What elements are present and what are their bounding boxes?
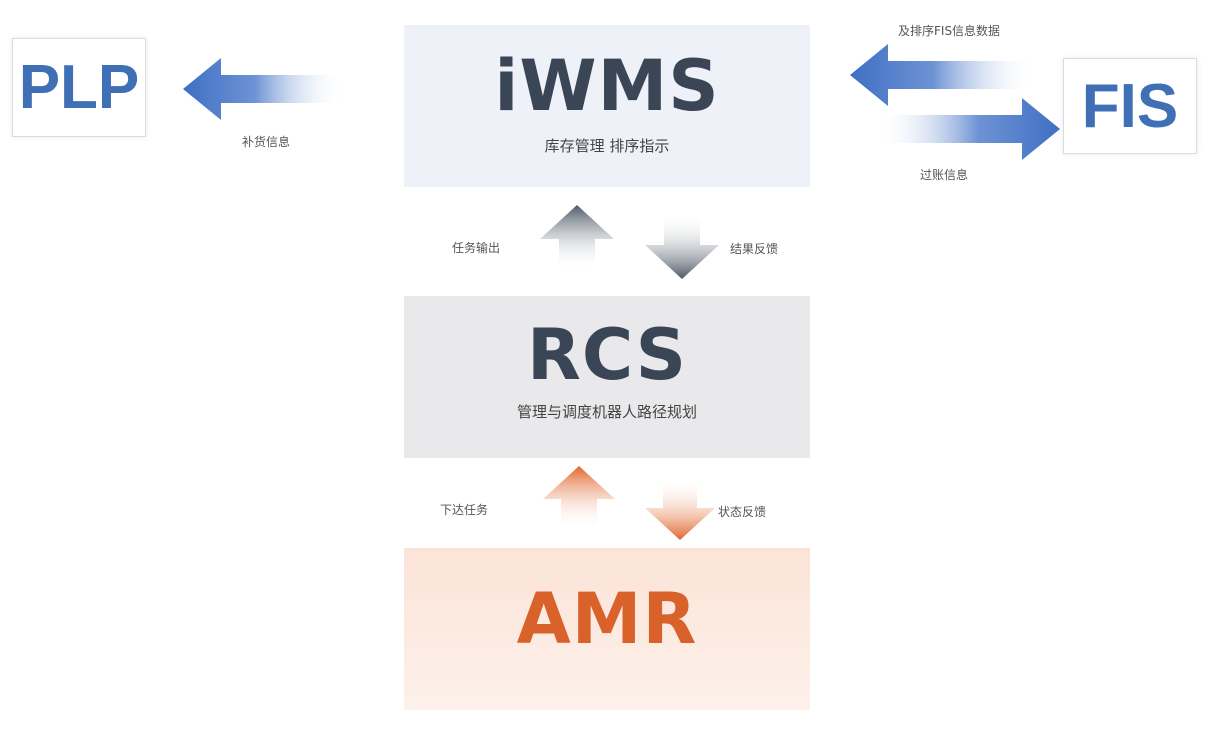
plp-label: PLP (18, 53, 140, 122)
plp-arrow-label: 补货信息 (242, 135, 291, 149)
arrow-up-orange-icon (543, 466, 615, 530)
arrow-fis-to-iwms-icon (850, 44, 1035, 106)
arrow-down-gray-icon (645, 214, 719, 279)
arrow-down-orange-icon (645, 478, 715, 540)
iwms-title: iWMS (494, 45, 720, 127)
plp-box: PLP (12, 38, 146, 137)
rcs-box: RCS 管理与调度机器人路径规划 (404, 296, 810, 458)
fis-box: FIS (1063, 58, 1197, 154)
fis-out-label: 过账信息 (920, 168, 969, 182)
amr-box: AMR (404, 548, 810, 710)
iwms-subtitle: 库存管理 排序指示 (544, 137, 670, 155)
arrow-iwms-to-fis-icon (878, 98, 1060, 160)
amr-down-label: 状态反馈 (718, 505, 767, 519)
rcs-up-label: 任务输出 (452, 241, 501, 255)
fis-label: FIS (1081, 71, 1179, 141)
amr-title: AMR (516, 578, 698, 660)
amr-up-label: 下达任务 (440, 503, 489, 517)
fis-in-label: 及排序FIS信息数据 (898, 24, 1001, 38)
iwms-box: iWMS 库存管理 排序指示 (404, 25, 810, 187)
rcs-subtitle: 管理与调度机器人路径规划 (516, 403, 697, 421)
arrow-up-gray-icon (540, 205, 614, 270)
arrow-left-to-plp-icon (183, 58, 343, 120)
rcs-down-label: 结果反馈 (730, 242, 779, 256)
rcs-title: RCS (527, 314, 687, 396)
